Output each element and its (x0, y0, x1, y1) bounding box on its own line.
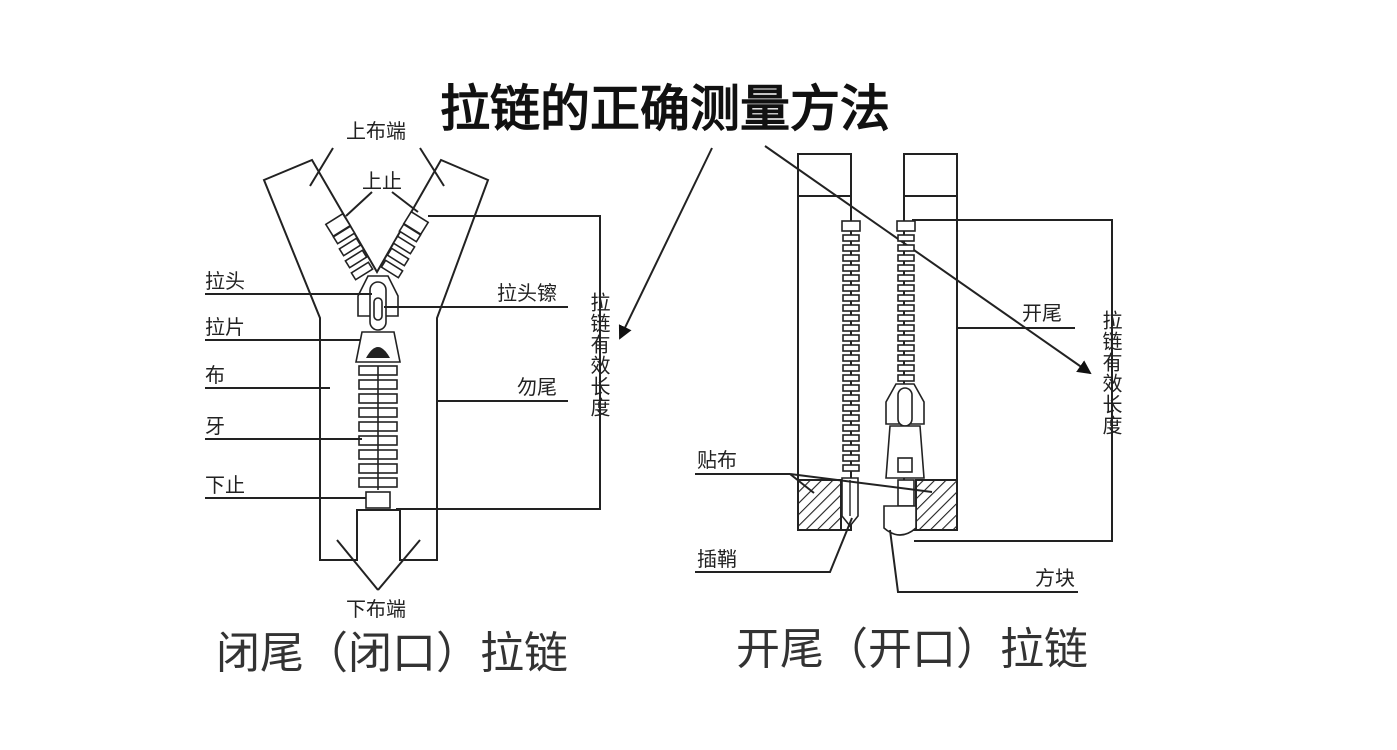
label-slider: 拉头 (205, 269, 245, 293)
closed-zipper-teeth-upper-right (380, 210, 430, 279)
label-insert-pin: 插鞘 (697, 547, 737, 571)
label-reinforcement-tape: 贴布 (697, 448, 737, 472)
open-zipper-leader-lines (695, 219, 1113, 593)
label-closed-end: 勿尾 (517, 375, 557, 399)
open-zipper-box (883, 505, 917, 536)
caption-open-zipper: 开尾（开口）拉链 (736, 624, 1088, 675)
open-zipper: 开尾 贴布 插鞘 方块 拉链有效长度 开尾（开口）拉链 (695, 153, 1123, 675)
diagram-title: 拉链的正确测量方法 (440, 79, 890, 138)
label-teeth: 牙 (205, 414, 225, 438)
label-open-effective-length: 拉链有效长度 (1099, 310, 1123, 436)
label-closed-effective-length: 拉链有效长度 (587, 292, 611, 418)
title-arrow-left (618, 147, 713, 340)
closed-zipper-teeth-upper-left (324, 212, 374, 281)
open-zipper-tape-left (797, 153, 852, 531)
caption-closed-zipper: 闭尾（闭口）拉链 (216, 628, 568, 679)
closed-zipper-bottom-stop (365, 491, 391, 509)
label-bottom-stop: 下止 (205, 473, 245, 497)
label-open-end: 开尾 (1022, 301, 1062, 325)
closed-zipper-teeth-lower (358, 365, 398, 490)
title-arrow-right (764, 145, 1092, 375)
label-top-stop: 上止 (362, 169, 402, 193)
label-top-tape-end: 上布端 (346, 119, 406, 143)
open-zipper-patch-left (797, 479, 842, 531)
open-zipper-slider (885, 383, 925, 479)
label-tape: 布 (205, 363, 225, 387)
open-zipper-teeth-right (897, 234, 915, 382)
label-slider-lock: 拉头镲 (497, 281, 557, 305)
closed-zipper-slider (355, 275, 401, 363)
closed-zipper: 上布端 上止 拉头 拉片 布 牙 下止 拉头镲 勿尾 下布端 拉链有效长度 闭尾… (205, 119, 611, 679)
label-box: 方块 (1035, 566, 1075, 590)
closed-zipper-leader-lines (205, 147, 601, 591)
open-zipper-patch-right (915, 479, 958, 531)
label-bottom-tape-end: 下布端 (346, 597, 406, 621)
open-zipper-teeth-left (842, 234, 860, 472)
label-pull-tab: 拉片 (205, 315, 245, 339)
